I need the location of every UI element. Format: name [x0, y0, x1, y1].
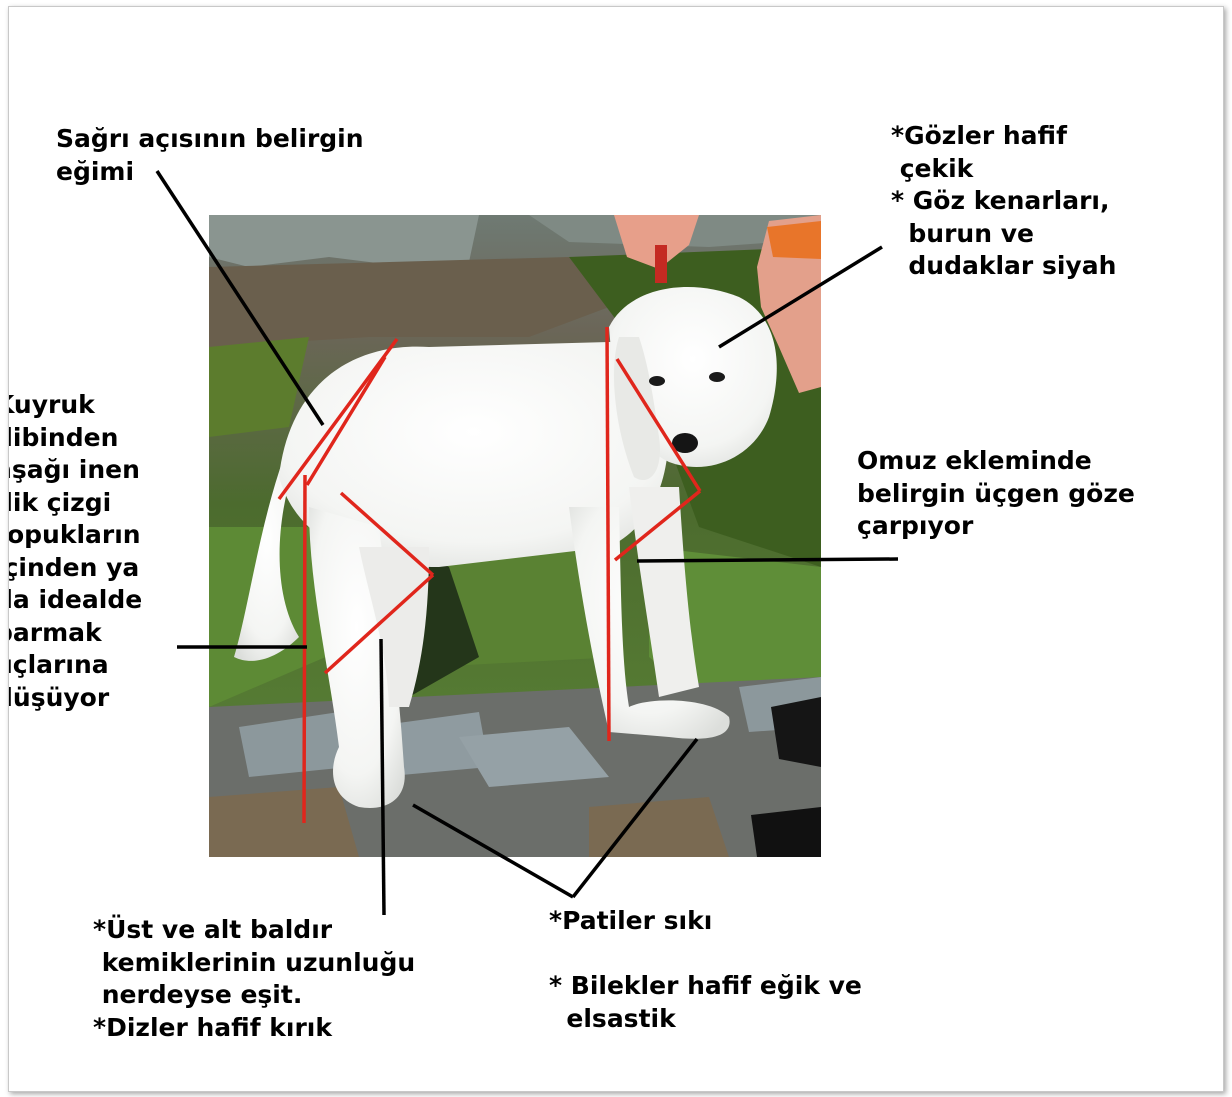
- annotation-rump-angle: Sağrı açısının belirgin eğimi: [56, 123, 364, 188]
- annotation-eyes: *Gözler hafif çekik * Göz kenarları, bur…: [891, 120, 1116, 283]
- annotation-tail-line-clip: Kuyruk dibinden aşağı inen dik çizgi top…: [9, 389, 189, 729]
- annotation-paws: *Patiler sıkı * Bilekler hafif eğik ve e…: [549, 905, 862, 1035]
- annotation-legs: *Üst ve alt baldır kemiklerinin uzunluğu…: [93, 914, 415, 1044]
- annotation-tail-line: Kuyruk dibinden aşağı inen dik çizgi top…: [9, 389, 142, 714]
- annotation-shoulder: Omuz ekleminde belirgin üçgen göze çarpı…: [857, 445, 1135, 543]
- diagram-frame: Sağrı açısının belirgin eğimi *Gözler ha…: [8, 6, 1224, 1092]
